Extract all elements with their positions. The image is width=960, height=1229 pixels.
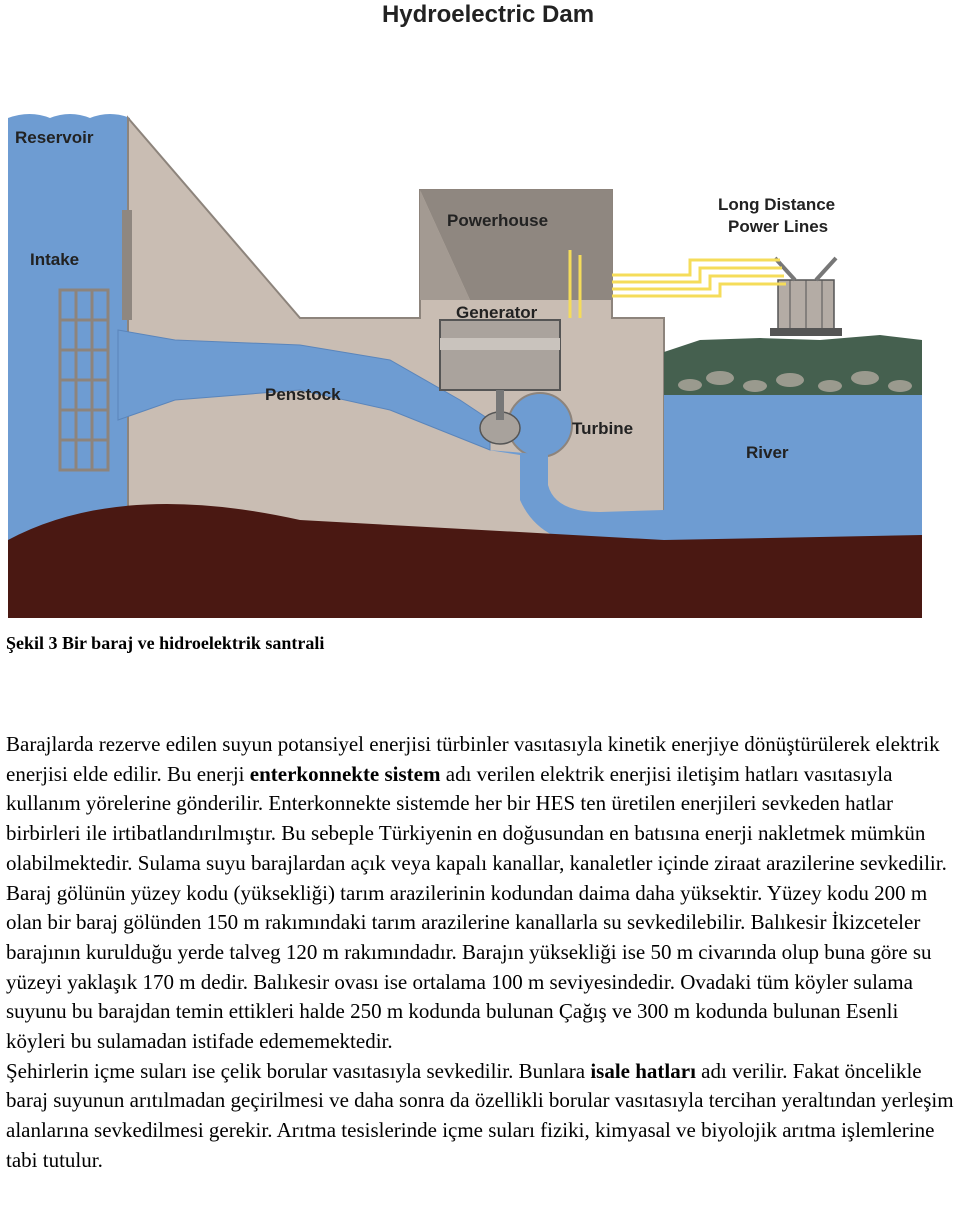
intake-gate: [122, 210, 132, 320]
label-turbine: Turbine: [572, 419, 633, 438]
paragraph-2-text-a: Şehirlerin içme suları ise çelik borular…: [6, 1058, 591, 1083]
paragraph-2-text-b: adı verilir. Fakat öncelikle baraj suyun…: [6, 1058, 954, 1172]
outflow-tube: [488, 450, 664, 545]
power-lines: [568, 250, 786, 318]
term-enterkonnekte-sistem: enterkonnekte sistem: [249, 761, 441, 786]
transformer-tower: [770, 256, 842, 336]
paragraph-2: Şehirlerin içme suları ise çelik borular…: [6, 1057, 960, 1176]
generator-body: [439, 319, 561, 391]
label-generator: Generator: [456, 303, 538, 322]
hydroelectric-dam-figure: Hydroelectric Dam Reservoir Intake Power…: [8, 1, 922, 618]
figure-caption: Şekil 3 Bir baraj ve hidroelektrik santr…: [6, 633, 325, 653]
paragraph-1-text-a: Barajlarda rezerve edilen suyun potansiy…: [6, 732, 940, 786]
intake-grid: [58, 288, 110, 472]
generator-shaft: [496, 390, 504, 420]
diagram-title: Hydroelectric Dam: [382, 1, 594, 28]
reservoir-water: [8, 114, 130, 560]
powerhouse-shade: [420, 190, 612, 300]
term-isale-hatlari: isale hatları: [590, 1058, 696, 1083]
label-intake: Intake: [30, 250, 79, 269]
label-power-lines: Power Lines: [728, 217, 828, 236]
paragraph-1: Barajlarda rezerve edilen suyun potansiy…: [6, 730, 960, 1057]
ground: [8, 504, 922, 618]
dam-diagram: Hydroelectric Dam Reservoir Intake Power…: [8, 1, 922, 618]
paragraph-1-text-b: adı verilen elektrik enerjisi iletişim h…: [6, 761, 947, 1054]
penstock: [117, 329, 491, 451]
label-powerhouse: Powerhouse: [447, 211, 548, 230]
label-penstock: Penstock: [265, 385, 341, 404]
label-river: River: [746, 443, 789, 462]
label-long-distance: Long Distance: [718, 195, 835, 214]
river-water: [664, 395, 922, 560]
label-reservoir: Reservoir: [15, 128, 94, 147]
body-text: Barajlarda rezerve edilen suyun potansiy…: [6, 730, 960, 1176]
